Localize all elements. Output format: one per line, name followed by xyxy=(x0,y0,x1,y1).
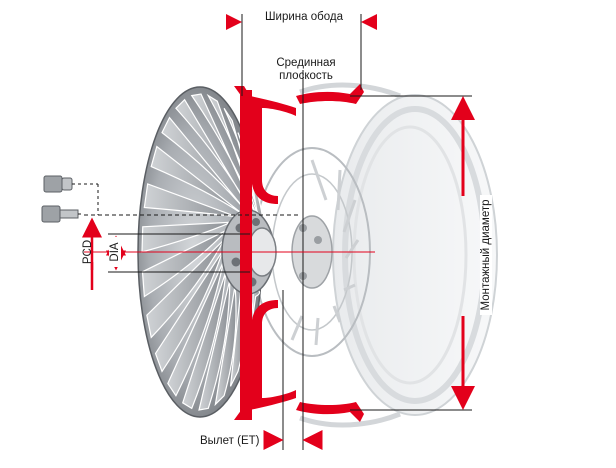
lug-nut-icon xyxy=(43,175,99,215)
mount-diameter-dimension xyxy=(350,95,475,411)
pcd-label: PCD xyxy=(82,239,94,265)
offset-dimension xyxy=(263,290,323,450)
dia-label: DIA xyxy=(109,237,121,267)
center-plane-label: Срединная плоскость xyxy=(276,57,336,82)
mount-diameter-label: Монтажный диаметр xyxy=(480,195,492,315)
rim-width-dimension xyxy=(226,14,377,96)
brake-disc xyxy=(253,147,371,357)
rim-flange-left xyxy=(240,90,252,420)
lug-bolt-icon xyxy=(41,205,84,223)
rim-barrel xyxy=(299,82,498,428)
offset-label: Вылет (ET) xyxy=(200,435,260,447)
rim-width-label: Ширина обода xyxy=(265,11,343,23)
